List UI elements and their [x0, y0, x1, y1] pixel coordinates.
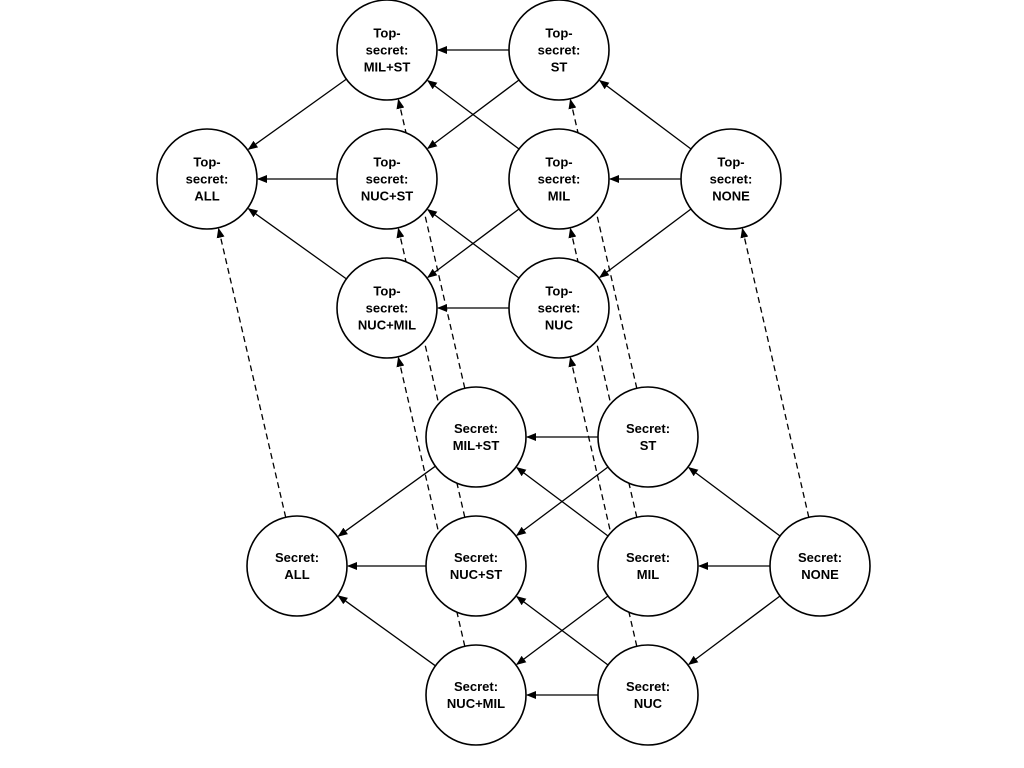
solid-edge-ts_none-to-ts_st [598, 79, 692, 150]
edges-layer [216, 46, 810, 699]
node-circle [508, 257, 610, 359]
node-label-line: Secret: [454, 679, 498, 694]
node-circle [336, 0, 438, 101]
node-label-line: secret: [538, 43, 581, 58]
node-circle [508, 0, 610, 101]
node-label-line: MIL [548, 189, 570, 204]
node-label-line: secret: [538, 172, 581, 187]
node-circle [597, 515, 699, 617]
node-ts-all: Top-secret: ALL [156, 128, 258, 230]
node-label-line: NONE [801, 567, 839, 582]
node-label-line: secret: [366, 301, 409, 316]
node-circle [156, 128, 258, 230]
solid-edge-s_none-to-s_st [687, 467, 781, 537]
node-label-line: Secret: [626, 679, 670, 694]
node-label-line: secret: [186, 172, 229, 187]
node-s-mil: Secret: MIL [597, 515, 699, 617]
node-ts-nuc: Top-secret: NUC [508, 257, 610, 359]
node-s-st: Secret: ST [597, 386, 699, 488]
node-label-line: NONE [712, 189, 750, 204]
node-ts-none: Top-secret: NONE [680, 128, 782, 230]
node-circle [246, 515, 348, 617]
node-label-line: ALL [194, 189, 219, 204]
node-s-all: Secret: ALL [246, 515, 348, 617]
node-label-line: NUC+ST [361, 189, 413, 204]
node-label-line: Secret: [454, 550, 498, 565]
node-circle [597, 386, 699, 488]
node-label-line: Top- [373, 26, 400, 41]
node-ts-nucmil: Top-secret: NUC+MIL [336, 257, 438, 359]
node-label-line: Top- [373, 284, 400, 299]
node-ts-st: Top-secret: ST [508, 0, 610, 101]
node-label-line: ST [640, 438, 657, 453]
node-ts-milst: Top-secret: MIL+ST [336, 0, 438, 101]
node-label-line: MIL [637, 567, 659, 582]
solid-edge-ts_nuc-to-ts_nucst [426, 209, 520, 279]
dashed-edge-s_none-to-ts_none [740, 227, 810, 518]
node-s-milst: Secret: MIL+ST [425, 386, 527, 488]
node-s-nuc: Secret: NUC [597, 644, 699, 746]
node-label-line: secret: [538, 301, 581, 316]
node-circle [425, 386, 527, 488]
solid-edge-s_nuc-to-s_nucst [515, 595, 609, 666]
solid-edge-s_mil-to-s_milst [515, 467, 609, 537]
solid-edge-s_none-to-s_nuc [687, 595, 781, 666]
node-label-line: NUC [545, 318, 574, 333]
solid-edge-s_nucmil-to-s_all [337, 595, 436, 667]
node-label-line: secret: [366, 172, 409, 187]
nodes-layer: Top-secret:MIL+STTop-secret:STTop-secret… [156, 0, 871, 746]
node-label-line: NUC [634, 696, 663, 711]
solid-edge-s_milst-to-s_all [337, 465, 436, 537]
node-label-line: Secret: [798, 550, 842, 565]
node-s-nucmil: Secret: NUC+MIL [425, 644, 527, 746]
dashed-edge-s_all-to-ts_all [216, 227, 287, 518]
node-circle [425, 644, 527, 746]
node-circle [508, 128, 610, 230]
node-label-line: NUC+MIL [447, 696, 505, 711]
node-label-line: secret: [366, 43, 409, 58]
node-circle [597, 644, 699, 746]
node-label-line: NUC+MIL [358, 318, 416, 333]
node-label-line: Top- [373, 155, 400, 170]
node-s-nucst: Secret: NUC+ST [425, 515, 527, 617]
node-label-line: Top- [545, 155, 572, 170]
solid-edge-ts_milst-to-ts_all [247, 78, 347, 150]
node-circle [769, 515, 871, 617]
node-circle [680, 128, 782, 230]
node-label-line: Secret: [275, 550, 319, 565]
node-label-line: Top- [545, 284, 572, 299]
node-label-line: Top- [193, 155, 220, 170]
node-ts-nucst: Top-secret: NUC+ST [336, 128, 438, 230]
node-label-line: secret: [710, 172, 753, 187]
node-label-line: Secret: [626, 550, 670, 565]
node-label-line: Top- [545, 26, 572, 41]
node-s-none: Secret: NONE [769, 515, 871, 617]
node-circle [336, 257, 438, 359]
node-label-line: MIL+ST [364, 60, 411, 75]
node-label-line: Secret: [454, 421, 498, 436]
node-ts-mil: Top-secret: MIL [508, 128, 610, 230]
node-label-line: ALL [284, 567, 309, 582]
solid-edge-ts_none-to-ts_nuc [598, 208, 692, 278]
solid-edge-ts_mil-to-ts_milst [426, 79, 520, 150]
node-circle [336, 128, 438, 230]
node-circle [425, 515, 527, 617]
node-label-line: Secret: [626, 421, 670, 436]
node-label-line: MIL+ST [453, 438, 500, 453]
node-label-line: ST [551, 60, 568, 75]
node-label-line: NUC+ST [450, 567, 502, 582]
node-label-line: Top- [717, 155, 744, 170]
solid-edge-ts_nucmil-to-ts_all [247, 208, 347, 280]
